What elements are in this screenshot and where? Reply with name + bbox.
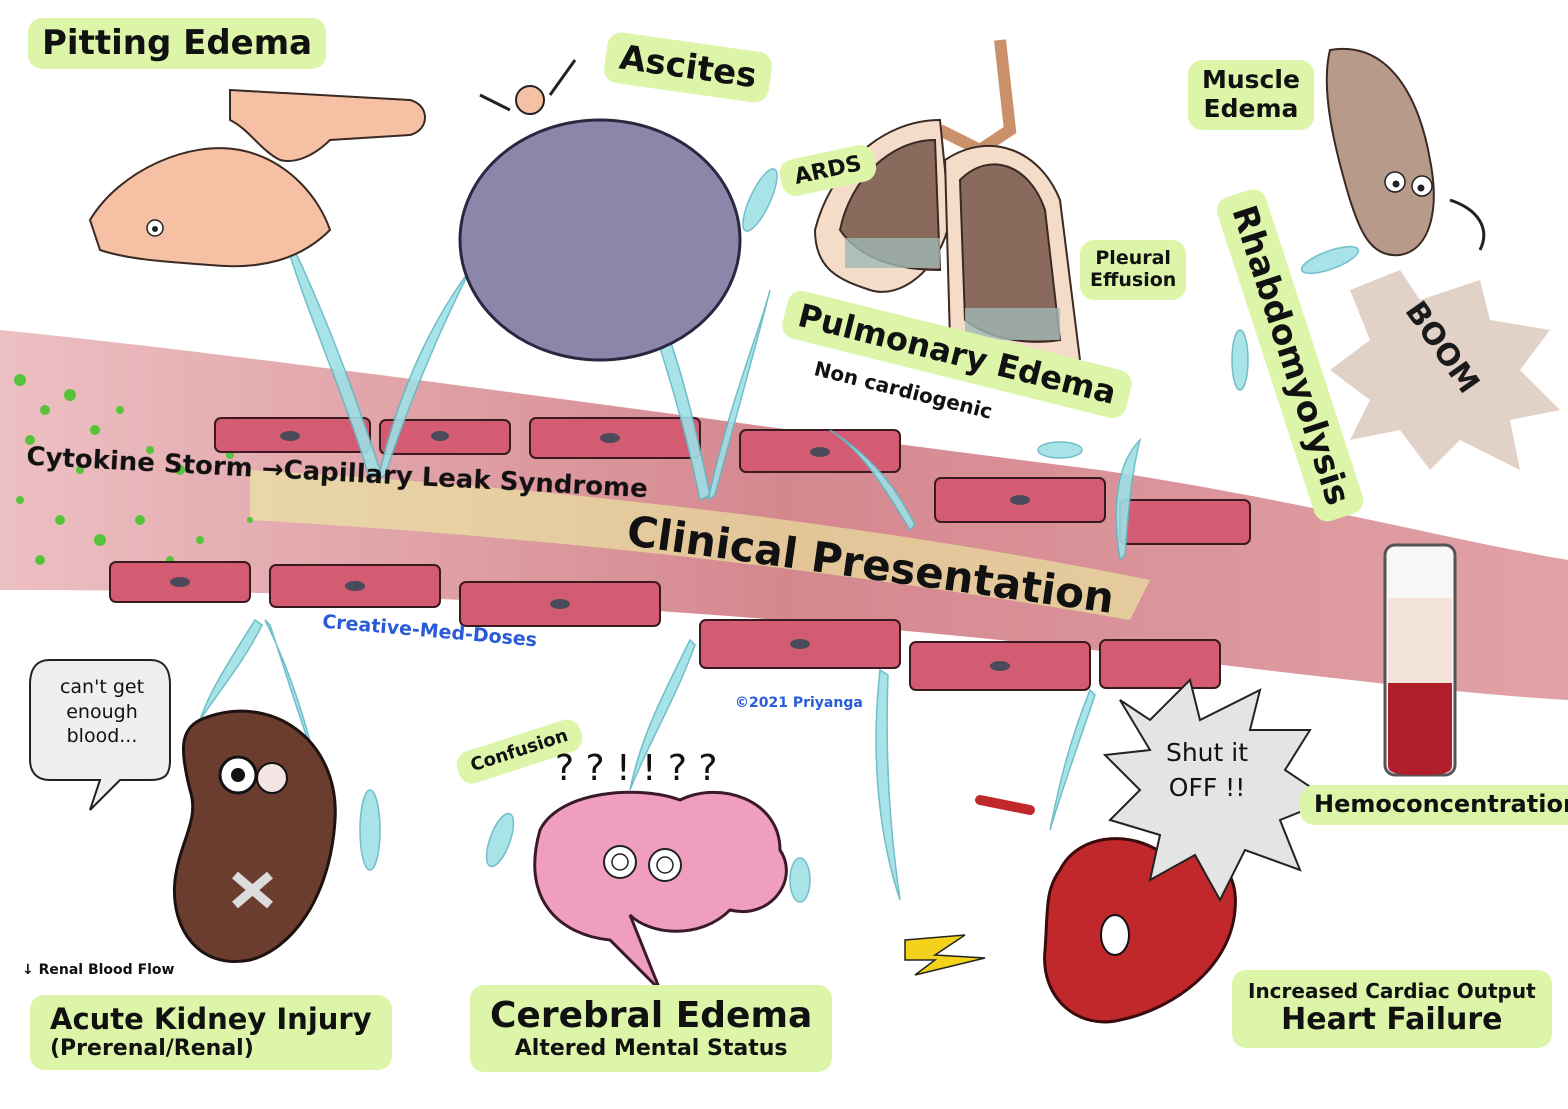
flow-arrow: →	[261, 454, 285, 486]
shut-it-off-line-1: Shut it	[1165, 738, 1249, 767]
kidney-illustration	[172, 709, 337, 963]
kidney-speech-line-2: enough	[66, 700, 138, 723]
brain-illustration	[533, 790, 788, 992]
copyright-credit: ©2021 Priyanga	[735, 695, 863, 711]
pleural-effusion-label: Pleural Effusion	[1080, 240, 1187, 300]
kidney-speech-bubble	[29, 659, 171, 811]
muscle-edema-label: Muscle Edema	[1188, 60, 1314, 130]
boom-burst	[1330, 270, 1560, 470]
acute-kidney-injury-label: Acute Kidney Injury (Prerenal/Renal)	[30, 995, 392, 1070]
lungs-illustration	[813, 39, 1082, 365]
fluid-leaks	[199, 168, 1360, 903]
cerebral-edema-title: Cerebral Edema	[490, 995, 813, 1036]
prerenal-renal-subtitle: (Prerenal/Renal)	[50, 1036, 254, 1062]
foot-illustration	[88, 88, 426, 268]
cell-nuclei	[170, 431, 1030, 671]
kidney-speech-line-1: can't get	[59, 676, 145, 698]
shout-burst	[1102, 678, 1333, 903]
muscle-edema-line-1: Muscle	[1202, 65, 1300, 94]
pleural-effusion-line-2: Effusion	[1090, 268, 1177, 291]
muscle-illustration	[1325, 47, 1486, 257]
question-marks: ? ? ! ! ? ?	[555, 748, 718, 789]
shut-it-off-line-2: OFF !!	[1168, 773, 1246, 802]
cerebral-edema-label: Cerebral Edema Altered Mental Status	[470, 985, 833, 1072]
shut-it-off-text: Shut it OFF !!	[1152, 735, 1262, 805]
test-tube	[1383, 543, 1457, 777]
pleural-effusion-line-1: Pleural	[1095, 247, 1171, 269]
altered-mental-status-subtitle: Altered Mental Status	[514, 1036, 788, 1062]
acute-kidney-injury-title: Acute Kidney Injury	[50, 1002, 372, 1036]
heart-failure-label: Increased Cardiac Output Heart Failure	[1232, 970, 1552, 1048]
hemoconcentration-label: Hemoconcentration	[1300, 785, 1568, 825]
pitting-edema-label: Pitting Edema	[28, 18, 327, 70]
kidney-speech-text: can't get enough blood...	[48, 675, 156, 749]
muscle-edema-line-2: Edema	[1203, 93, 1299, 123]
increased-cardiac-output-text: Increased Cardiac Output	[1248, 979, 1536, 1003]
renal-blood-flow-note: ↓ Renal Blood Flow	[22, 962, 175, 978]
ascites-illustration	[458, 59, 742, 362]
heart-failure-title: Heart Failure	[1281, 1002, 1503, 1037]
heart-illustration	[975, 795, 1237, 1024]
lightning-bolt	[904, 934, 986, 976]
vessel-glow	[250, 470, 1150, 620]
kidney-speech-line-3: blood...	[66, 725, 138, 748]
